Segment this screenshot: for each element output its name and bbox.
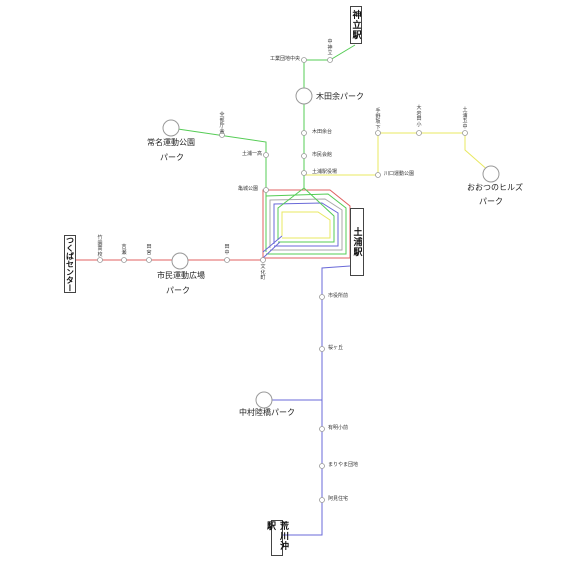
stop-tokuhama-label: 文化町	[260, 264, 266, 281]
terminal-kandatsu-label: 神立駅	[350, 10, 361, 40]
park-kidayo-marker[interactable]	[295, 87, 313, 105]
park-nakamura-marker[interactable]	[255, 391, 273, 409]
park-shimin-label-2: パーク	[166, 286, 190, 295]
park-nakamura-label: 中村陸橋パーク	[239, 408, 295, 417]
stop-nakakandatsu-label: 中神立	[327, 39, 333, 56]
stop-kidayodai-label: 木田余台	[312, 129, 333, 135]
stop-kosaikuchi-marker	[301, 57, 307, 63]
stop-nishihara-label: 吉瀬	[121, 244, 127, 256]
stop-tsuchiura5-label: 土浦五中	[462, 107, 468, 130]
stop-shiyakusho-label: 土浦駅役場	[312, 169, 338, 175]
park-tokona-label-1: 常名運動公園	[147, 138, 195, 147]
stop-ichiko-marker	[263, 152, 269, 158]
terminal-kandatsu[interactable]: 神立駅	[350, 6, 362, 44]
stop-shiyakusho-mae-marker	[319, 294, 325, 300]
stop-nakakandatsu-marker	[327, 57, 333, 63]
stop-nakacho-marker	[146, 257, 152, 263]
station-loop	[262, 187, 351, 260]
stop-zensaiku-marker	[219, 132, 225, 138]
park-ootsu-label-2: パーク	[479, 197, 503, 206]
park-kidayo-label: 木田余パーク	[316, 92, 364, 101]
green-line-north	[303, 44, 356, 188]
stop-ariake-marker	[319, 426, 325, 432]
stop-tsukuba-koko-marker	[97, 257, 103, 263]
stop-nishihara-marker	[121, 257, 127, 263]
stop-shiminkaikan-label: 市民会館	[312, 152, 333, 158]
stop-kawaguchi-marker	[375, 172, 381, 178]
stop-nakacho-label: 田宮	[146, 244, 152, 256]
stop-higashi-marker	[224, 257, 230, 263]
terminal-arakawaoki-label: 荒川沖駅	[265, 521, 288, 551]
terminal-tsukuba[interactable]: つくばセンター	[64, 235, 76, 293]
blue-line-south	[283, 265, 351, 536]
stop-kawaguchi-label: 川口運動公園	[384, 171, 415, 177]
terminal-arakawaoki[interactable]: 荒川沖駅	[265, 520, 288, 556]
green-line-tokona	[170, 127, 267, 196]
stop-higashi-label: 田中	[224, 244, 230, 256]
stop-mariyama-marker	[319, 463, 325, 469]
stop-kidayodai-marker	[301, 130, 307, 136]
stop-mariyama-label: まりやま団地	[328, 462, 359, 468]
stop-tenoshita-label: 手野坂下	[375, 108, 381, 131]
park-shimin-marker[interactable]	[171, 252, 189, 270]
stop-azuma-label: 阿見住宅	[328, 496, 349, 502]
park-ootsu-marker[interactable]	[482, 165, 500, 183]
terminal-tsukuba-label: つくばセンター	[65, 236, 75, 292]
park-tokona-marker[interactable]	[162, 119, 180, 137]
stop-kijo-marker	[263, 187, 269, 193]
park-shimin-label-1: 市民運動広場	[157, 271, 205, 280]
stop-sakuragaoka-marker	[319, 346, 325, 352]
stop-shiminkaikan-marker	[301, 153, 307, 159]
stop-ichiko-label: 土浦一高	[242, 151, 263, 157]
stop-shiyakusho-marker	[301, 170, 307, 176]
stop-tenoshita-marker	[375, 130, 381, 136]
terminal-tsuchiura-label: 土浦駅	[351, 227, 362, 257]
stop-markers	[97, 57, 468, 503]
stop-ariake-label: 有明小前	[328, 425, 349, 431]
stop-tsuchiura5-marker	[462, 130, 468, 136]
terminal-tsuchiura[interactable]: 土浦駅	[350, 208, 364, 276]
park-tokona-label-2: パーク	[160, 153, 184, 162]
stop-ohmachi-label: 大岩田小	[416, 105, 422, 128]
stop-shiyakusho-mae-label: 市役所前	[328, 293, 349, 299]
park-ootsu-label-1: おおつのヒルズ	[467, 183, 523, 192]
stop-tsukuba-koko-label: 竹園高校	[97, 235, 103, 258]
stop-zensaiku-label: 全部庁舎	[219, 112, 225, 135]
stop-kijo-label: 亀城公園	[238, 186, 259, 192]
stop-azuma-marker	[319, 497, 325, 503]
stop-kosaikuchi-label: 工業団地中央	[270, 56, 301, 62]
stop-sakuragaoka-label: 桜ヶ丘	[328, 345, 344, 351]
stop-ohmachi-marker	[416, 130, 422, 136]
stop-tokuhama-marker	[260, 257, 266, 263]
